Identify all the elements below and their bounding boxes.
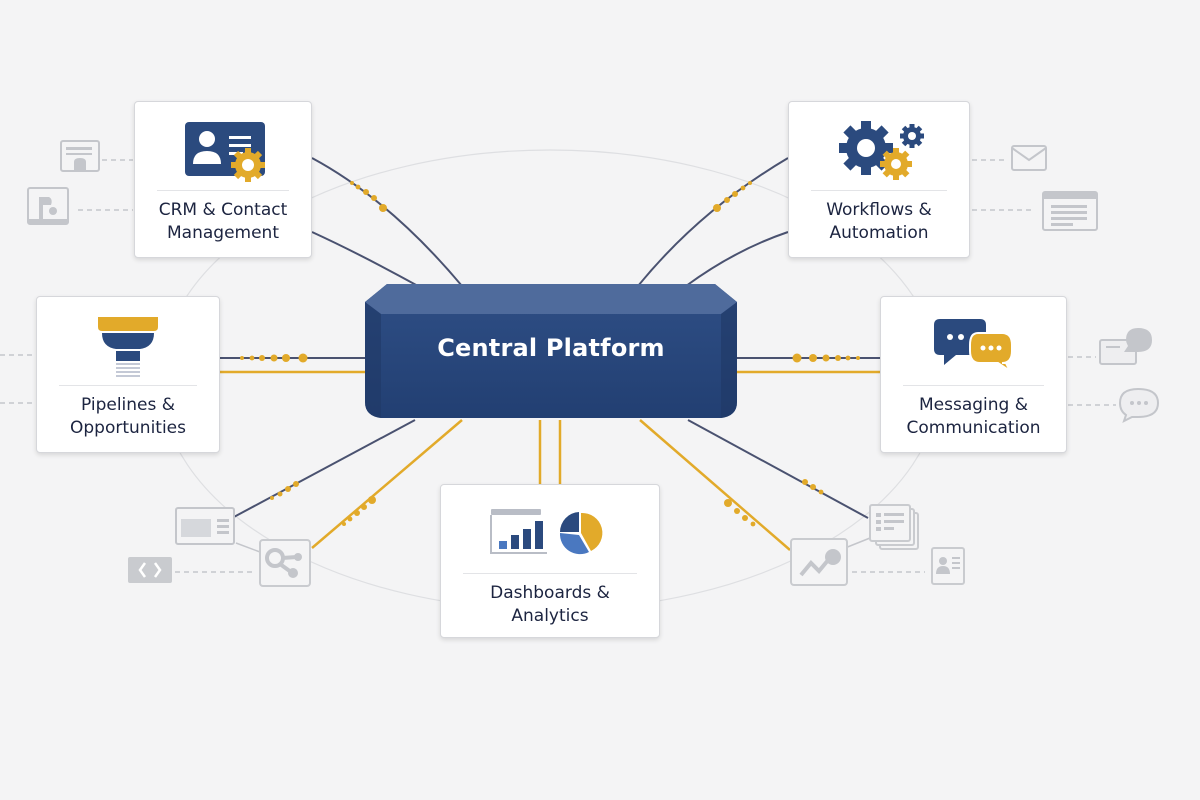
connector-lower-right-navy: [687, 419, 869, 519]
module-card-messaging[interactable]: Messaging & Communication: [880, 296, 1067, 453]
share-nodes-icon: [259, 539, 311, 587]
contact-id-icon: [931, 547, 965, 585]
module-label-line2: Communication: [906, 418, 1041, 438]
connector-crm-lower: [311, 231, 419, 287]
data-dots-workflows: [713, 181, 752, 212]
connector-lower-left-navy: [231, 419, 416, 519]
satellite-links: [0, 159, 1116, 573]
notes-chat-icon: [1099, 328, 1152, 365]
module-label-line1: Pipelines &: [80, 395, 176, 415]
funnel-icon: [98, 317, 158, 377]
hub-label: Central Platform: [437, 334, 665, 362]
card-divider: [903, 385, 1044, 386]
card-divider: [157, 190, 289, 191]
module-label-line1: Dashboards &: [490, 583, 610, 603]
connector-lower-left-gold: [311, 419, 463, 549]
card-divider: [811, 190, 947, 191]
chat-bubbles-icon: [933, 319, 1013, 374]
module-label-line2: Analytics: [511, 606, 589, 626]
profile-document-icon: [27, 187, 69, 225]
card-divider: [59, 385, 197, 386]
data-dots-pipelines: [240, 353, 308, 363]
code-icon: [128, 557, 172, 583]
connector-workflows-upper: [637, 157, 789, 287]
stacked-lists-icon: [869, 504, 919, 550]
data-dots-lower-left: [270, 481, 376, 526]
module-label-line1: Messaging &: [919, 395, 1028, 415]
module-label-line2: Management: [167, 223, 279, 243]
gears-icon: [839, 121, 924, 180]
trend-line-icon: [790, 538, 848, 586]
bar-pie-chart-icon: [490, 509, 603, 555]
card-divider: [463, 573, 637, 574]
speech-bubble-icon: [1118, 387, 1160, 423]
central-platform-hub[interactable]: Central Platform: [365, 284, 737, 420]
connector-crm-upper: [311, 157, 463, 287]
web-form-icon: [60, 140, 100, 172]
module-card-dashboards[interactable]: Dashboards & Analytics: [440, 484, 660, 638]
module-label-line1: CRM & Contact: [158, 200, 288, 220]
data-dots-crm: [350, 181, 387, 212]
module-label-line1: Workflows &: [826, 200, 932, 220]
hub-block-shape: [365, 284, 737, 418]
text-document-icon: [1042, 191, 1098, 231]
module-label-line2: Automation: [829, 223, 929, 243]
connector-workflows-lower: [685, 231, 789, 287]
module-label-line2: Opportunities: [70, 418, 186, 438]
module-card-crm[interactable]: CRM & Contact Management: [134, 101, 312, 258]
data-dots-lower-right: [724, 479, 824, 527]
module-card-pipelines[interactable]: Pipelines & Opportunities: [36, 296, 220, 453]
contact-card-gear-icon: [185, 122, 265, 182]
data-dots-messaging: [792, 353, 860, 363]
browser-window-icon: [175, 507, 235, 545]
connector-lower-right-gold: [639, 419, 791, 551]
module-card-workflows[interactable]: Workflows & Automation: [788, 101, 970, 258]
envelope-icon: [1011, 145, 1047, 171]
